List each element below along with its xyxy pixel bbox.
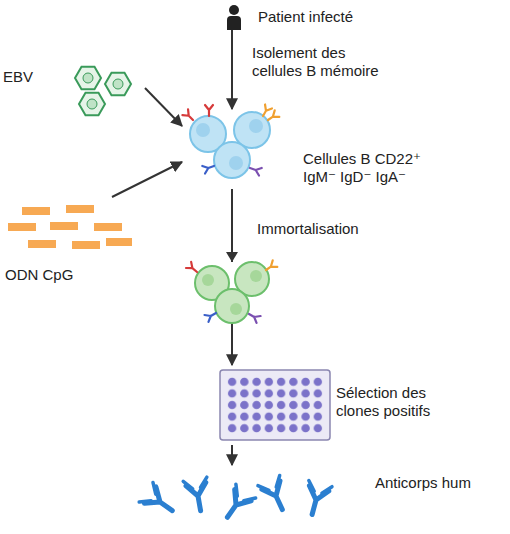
odn-strand	[22, 207, 50, 215]
antibody	[258, 476, 293, 515]
flow-arrow	[231, 445, 233, 465]
antibody-group	[139, 476, 332, 525]
stage-node: ODN CpG	[3, 200, 139, 288]
receptor	[266, 110, 280, 123]
virus-particle	[75, 67, 101, 90]
step-label: Immortalisation	[255, 220, 361, 238]
odn-strand	[66, 205, 94, 213]
plate-body	[220, 370, 330, 440]
b-cell	[214, 142, 250, 178]
stage-label: Patient infecté	[258, 8, 353, 26]
cell-nucleus	[202, 274, 214, 286]
patient-icon	[227, 5, 241, 30]
ebv-virus-group	[75, 67, 131, 116]
virus-particle	[79, 93, 105, 116]
receptor	[249, 164, 262, 175]
stage-label: Sélection des clones positifs	[336, 384, 462, 420]
antibody	[183, 477, 212, 513]
odn-strand	[50, 222, 78, 230]
antibody	[218, 484, 256, 524]
stage-node: EBV	[3, 62, 142, 114]
stage-node: Sélection des clones positifs	[218, 368, 462, 442]
patient-head	[229, 5, 239, 15]
stage-node: Patient infecté	[222, 4, 353, 26]
arrow-head	[226, 252, 238, 262]
antibody	[301, 480, 332, 517]
odn-strand	[106, 238, 132, 246]
cell-nucleus	[229, 156, 243, 170]
stage-label: Cellules B CD22⁺ IgM⁻ IgD⁻ IgA⁻	[303, 150, 443, 186]
cell-nucleus	[230, 303, 242, 315]
stage-label: EBV	[3, 68, 142, 86]
plate-wells	[226, 376, 324, 434]
flow-arrow	[112, 162, 182, 197]
virus-core	[87, 99, 97, 109]
receptor	[204, 310, 218, 322]
patient-body	[227, 16, 241, 30]
receptor	[186, 262, 200, 275]
receptor	[247, 311, 261, 323]
flow-arrow	[231, 29, 233, 109]
step-label: Isolement des cellules B mémoire	[250, 44, 396, 80]
stage-label: Anticorps hum	[375, 474, 471, 492]
receptor	[264, 260, 278, 273]
b-cell-cluster	[182, 104, 279, 178]
flow-arrow	[145, 88, 182, 126]
odn-strand	[94, 223, 122, 231]
cell-nucleus	[250, 270, 262, 282]
receptor	[260, 104, 272, 118]
immortal-cell	[215, 289, 249, 323]
stage-label: ODN CpG	[5, 266, 139, 284]
virus-core	[113, 79, 123, 89]
receptor	[205, 105, 213, 116]
odn-strand	[8, 223, 36, 231]
well-plate	[220, 370, 330, 440]
stage-node: Cellules B CD22⁺ IgM⁻ IgD⁻ IgA⁻	[185, 112, 443, 186]
cell-nucleus	[196, 123, 210, 137]
receptor	[182, 109, 195, 122]
stage-node: Anticorps hum	[140, 468, 471, 524]
odn-strand	[72, 241, 100, 249]
cell-nucleus	[249, 119, 263, 133]
receptor	[202, 162, 215, 173]
odn-strand	[28, 240, 56, 248]
immortalised-cell-cluster	[186, 252, 278, 323]
antibody	[139, 482, 179, 520]
cluster-ground	[186, 262, 278, 322]
cpg-odn-group	[8, 205, 132, 249]
virus-core	[83, 73, 93, 83]
virus-particle	[105, 73, 131, 96]
